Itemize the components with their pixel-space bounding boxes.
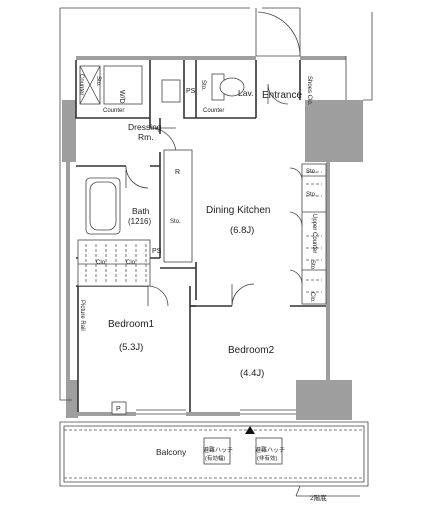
label-clo-bedroom1-a: Clo. [96,260,107,266]
bottom-windows [111,401,296,415]
entrance-door-swing [257,11,301,57]
arrow-marker-icon [245,426,255,434]
lav-sink-icon [161,79,181,103]
label-hatch-2-line1: 避難ハッチ [255,446,285,454]
room-label-entrance: Entrance [262,90,302,101]
entrance-door-frame [255,8,300,57]
label-sto-lav: Sto. [200,80,206,91]
wall-left [66,162,70,380]
room-size-dining-kitchen: (6.8J) [230,225,254,236]
label-sto-bath: Sto. [170,219,181,225]
label-clo-right: Clo. [309,292,315,303]
label-floor-note: 2階底 [310,493,327,502]
label-ps-lower: PS [152,248,162,255]
room-label-bedroom1: Bedroom1 [108,319,155,330]
room-label-bedroom2: Bedroom2 [228,345,275,356]
label-r: R [175,169,180,176]
closet-right-wall [289,163,327,305]
label-counter-utility: Counter [78,74,84,95]
room-size-bedroom2: (4.4J) [240,368,264,379]
label-counter-lav: Counter [203,108,224,114]
room-label-dressing-line2: Rm. [138,132,154,142]
label-hatch-1-line1: 避難ハッチ [203,446,233,454]
label-ps-upper: PS [186,88,196,95]
label-sto-kitchen-3: Sto. [309,260,315,271]
label-sto-kitchen-1: Sto. [306,169,317,175]
label-hatch-1-line2: (有効幅) [205,454,225,462]
label-counter-bottom: Counter [103,108,124,114]
label-wd: W/D [118,90,125,104]
room-label-bath: Bath [132,206,150,216]
wall-top-right [300,56,346,60]
label-hatch-2-line2: (非有効) [257,454,277,462]
washer-dryer-icon [79,65,143,105]
room-size-bedroom1: (5.3J) [119,342,143,353]
room-size-bath: (1216) [128,217,151,226]
wall-bottom-left [78,412,136,416]
room-label-dressing-line1: Dressing [128,122,162,132]
label-sto-utility: Sto. [95,76,101,87]
column-right-upper [305,100,363,162]
closet-bedroom1 [77,239,151,287]
label-picture-rail: Picture Rail [79,300,85,331]
balcony-area [59,421,369,497]
label-upper-counter: Upper Counter [311,214,317,253]
kitchen-counter-upper [163,149,193,263]
wall-top [76,56,256,60]
label-sto-kitchen-2: Sto. [306,192,317,198]
room-label-balcony: Balcony [156,447,187,457]
column-left-lower [66,380,78,418]
column-left-upper [62,100,76,162]
room-label-lav: Lav. [238,88,253,98]
column-right-lower [296,380,352,420]
label-clo-bedroom1-b: Clo. [126,260,137,266]
wall-right [326,162,330,380]
toilet-icon [211,73,245,101]
bathtub-icon [85,177,121,235]
building-outline [59,7,373,401]
label-p: P [116,406,121,413]
wall-bottom-mid [186,412,240,416]
room-label-dining-kitchen: Dining Kitchen [206,205,270,216]
label-shoes-clo: Shoes Clo. [306,76,312,106]
